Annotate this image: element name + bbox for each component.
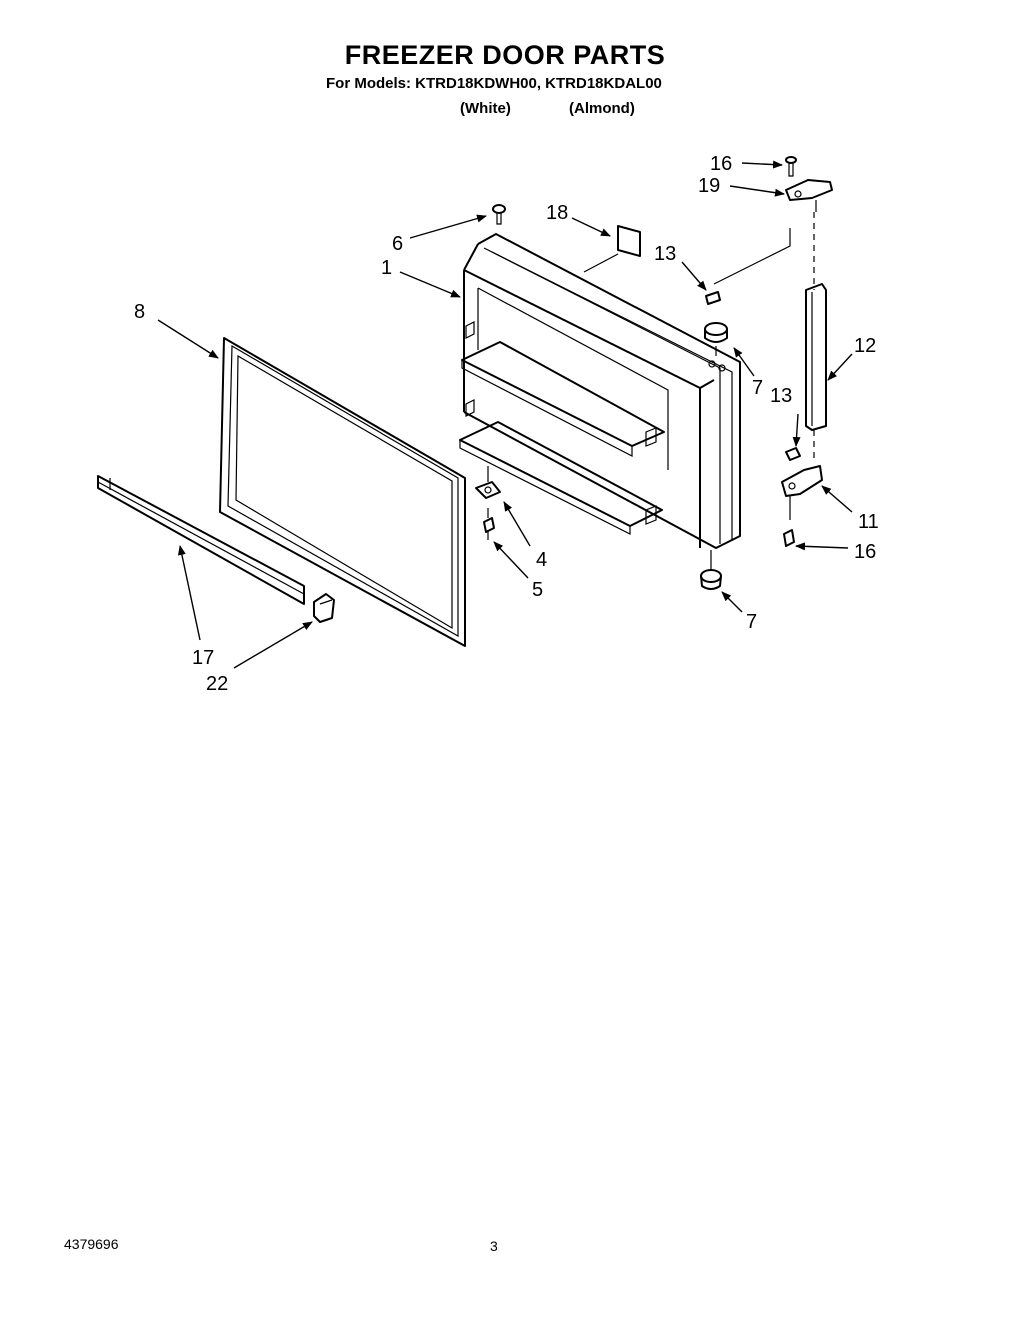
callout-13b: 13 (770, 385, 792, 407)
top-hinge (785, 179, 833, 212)
screw-bottom (483, 508, 495, 540)
leader-lines (157, 160, 853, 669)
hinge-screw-top (785, 156, 797, 177)
callout-16a: 16 (710, 153, 732, 175)
callout-11: 11 (858, 511, 879, 533)
callout-7b: 7 (746, 611, 757, 633)
label-tag (583, 225, 641, 273)
callout-13a: 13 (654, 243, 676, 265)
door-liner (459, 233, 741, 549)
callout-7a: 7 (752, 377, 763, 399)
callout-8: 8 (134, 301, 145, 323)
callout-4: 4 (536, 549, 547, 571)
document-code: 4379696 (64, 1236, 119, 1252)
bottom-bracket (475, 466, 501, 499)
page-number: 3 (490, 1238, 498, 1254)
callout-18: 18 (546, 202, 568, 224)
callout-22: 22 (206, 673, 228, 695)
callout-5: 5 (532, 579, 543, 601)
callout-17: 17 (192, 647, 214, 669)
door-stop-top (704, 322, 728, 356)
door-gasket (219, 337, 466, 647)
hinge-shim-top (705, 228, 791, 305)
bottom-hinge (781, 465, 823, 520)
callout-labels: 6 1 18 13 16 19 8 7 12 13 11 16 7 4 5 17… (134, 153, 879, 695)
door-stop-bottom (700, 550, 722, 590)
callout-1: 1 (381, 257, 392, 279)
page-title: FREEZER DOOR PARTS (344, 40, 666, 70)
callout-6: 6 (392, 233, 403, 255)
hinge-shim-bottom (785, 447, 801, 461)
callout-19: 19 (698, 175, 720, 197)
door-handle (805, 283, 827, 462)
finish-white: (White) (460, 100, 511, 117)
finish-almond: (Almond) (569, 100, 635, 117)
trim-strip (97, 475, 305, 605)
hinge-screw-bottom (783, 529, 795, 547)
callout-12: 12 (854, 335, 876, 357)
end-cap (313, 593, 335, 623)
screw-top (492, 204, 506, 225)
models-line: For Models: KTRD18KDWH00, KTRD18KDAL00 (326, 75, 662, 92)
callout-16b: 16 (854, 541, 876, 563)
